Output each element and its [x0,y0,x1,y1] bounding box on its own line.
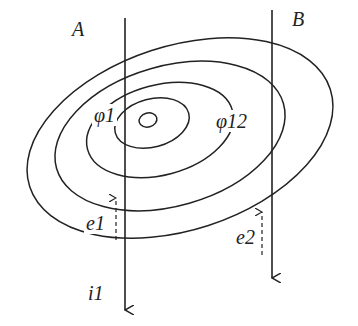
conductor-b [271,10,273,278]
flux-contours [1,2,358,275]
flux-label: φ1 [92,104,117,126]
conductor-label: A [70,18,86,40]
current-label: i1 [86,282,106,304]
emf-arrow [115,198,116,240]
emf-arrow [261,212,262,255]
flux-label: φ12 [214,110,249,132]
emf-label: e2 [234,226,257,248]
conductor-a [124,18,126,310]
emf-label: e1 [84,212,107,234]
conductor-label: B [290,8,306,30]
